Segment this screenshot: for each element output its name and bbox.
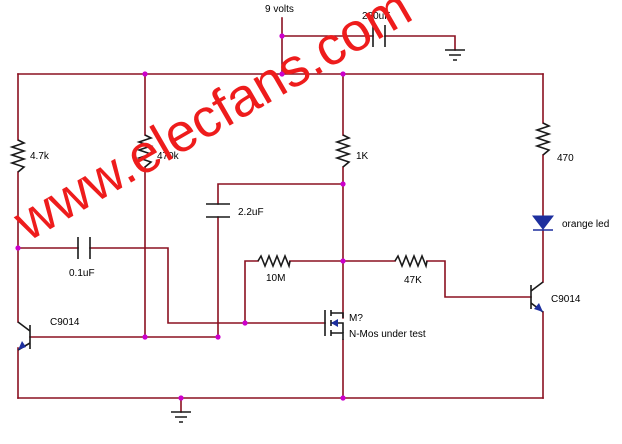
res-4k7-label: 4.7k [30,151,50,162]
res-47k-label: 47K [404,275,422,286]
wires [17,17,544,413]
cap-2u2f-label: 2.2uF [238,207,264,218]
resistor-4k7 [9,139,27,173]
res-470-label: 470 [557,153,574,164]
watermark-text: www.elecfans.com [3,0,421,253]
res-1k-label: 1K [356,151,369,162]
transistor-q2-icon [530,281,544,313]
led-label: orange led [562,219,609,230]
ground-icon-top [445,49,465,61]
resistor-10m [257,253,291,269]
resistor-47k [394,253,428,269]
mosfet-icon [324,310,344,340]
junction-nodes [15,33,346,401]
capacitor-220uf [372,25,386,47]
resistor-470k [136,134,154,168]
q1-label: C9014 [50,317,80,328]
res-470k-label: 470k [157,151,180,162]
cap-220uf-label: 220uF [362,11,390,22]
ground-icon-bottom [171,411,191,423]
resistor-470 [534,122,552,156]
res-10m-label: 10M [266,273,285,284]
transistor-q1-icon [17,321,31,351]
cap-0u1f-label: 0.1uF [69,268,95,279]
led-icon [531,215,555,231]
supply-label: 9 volts [265,4,294,15]
q2-label: C9014 [551,294,581,305]
mosfet-ref-label: M? [349,313,363,324]
capacitor-2u2f [206,203,230,218]
mosfet-desc-label: N-Mos under test [349,329,426,340]
resistor-1k [334,134,352,168]
capacitor-0u1f [77,237,91,259]
